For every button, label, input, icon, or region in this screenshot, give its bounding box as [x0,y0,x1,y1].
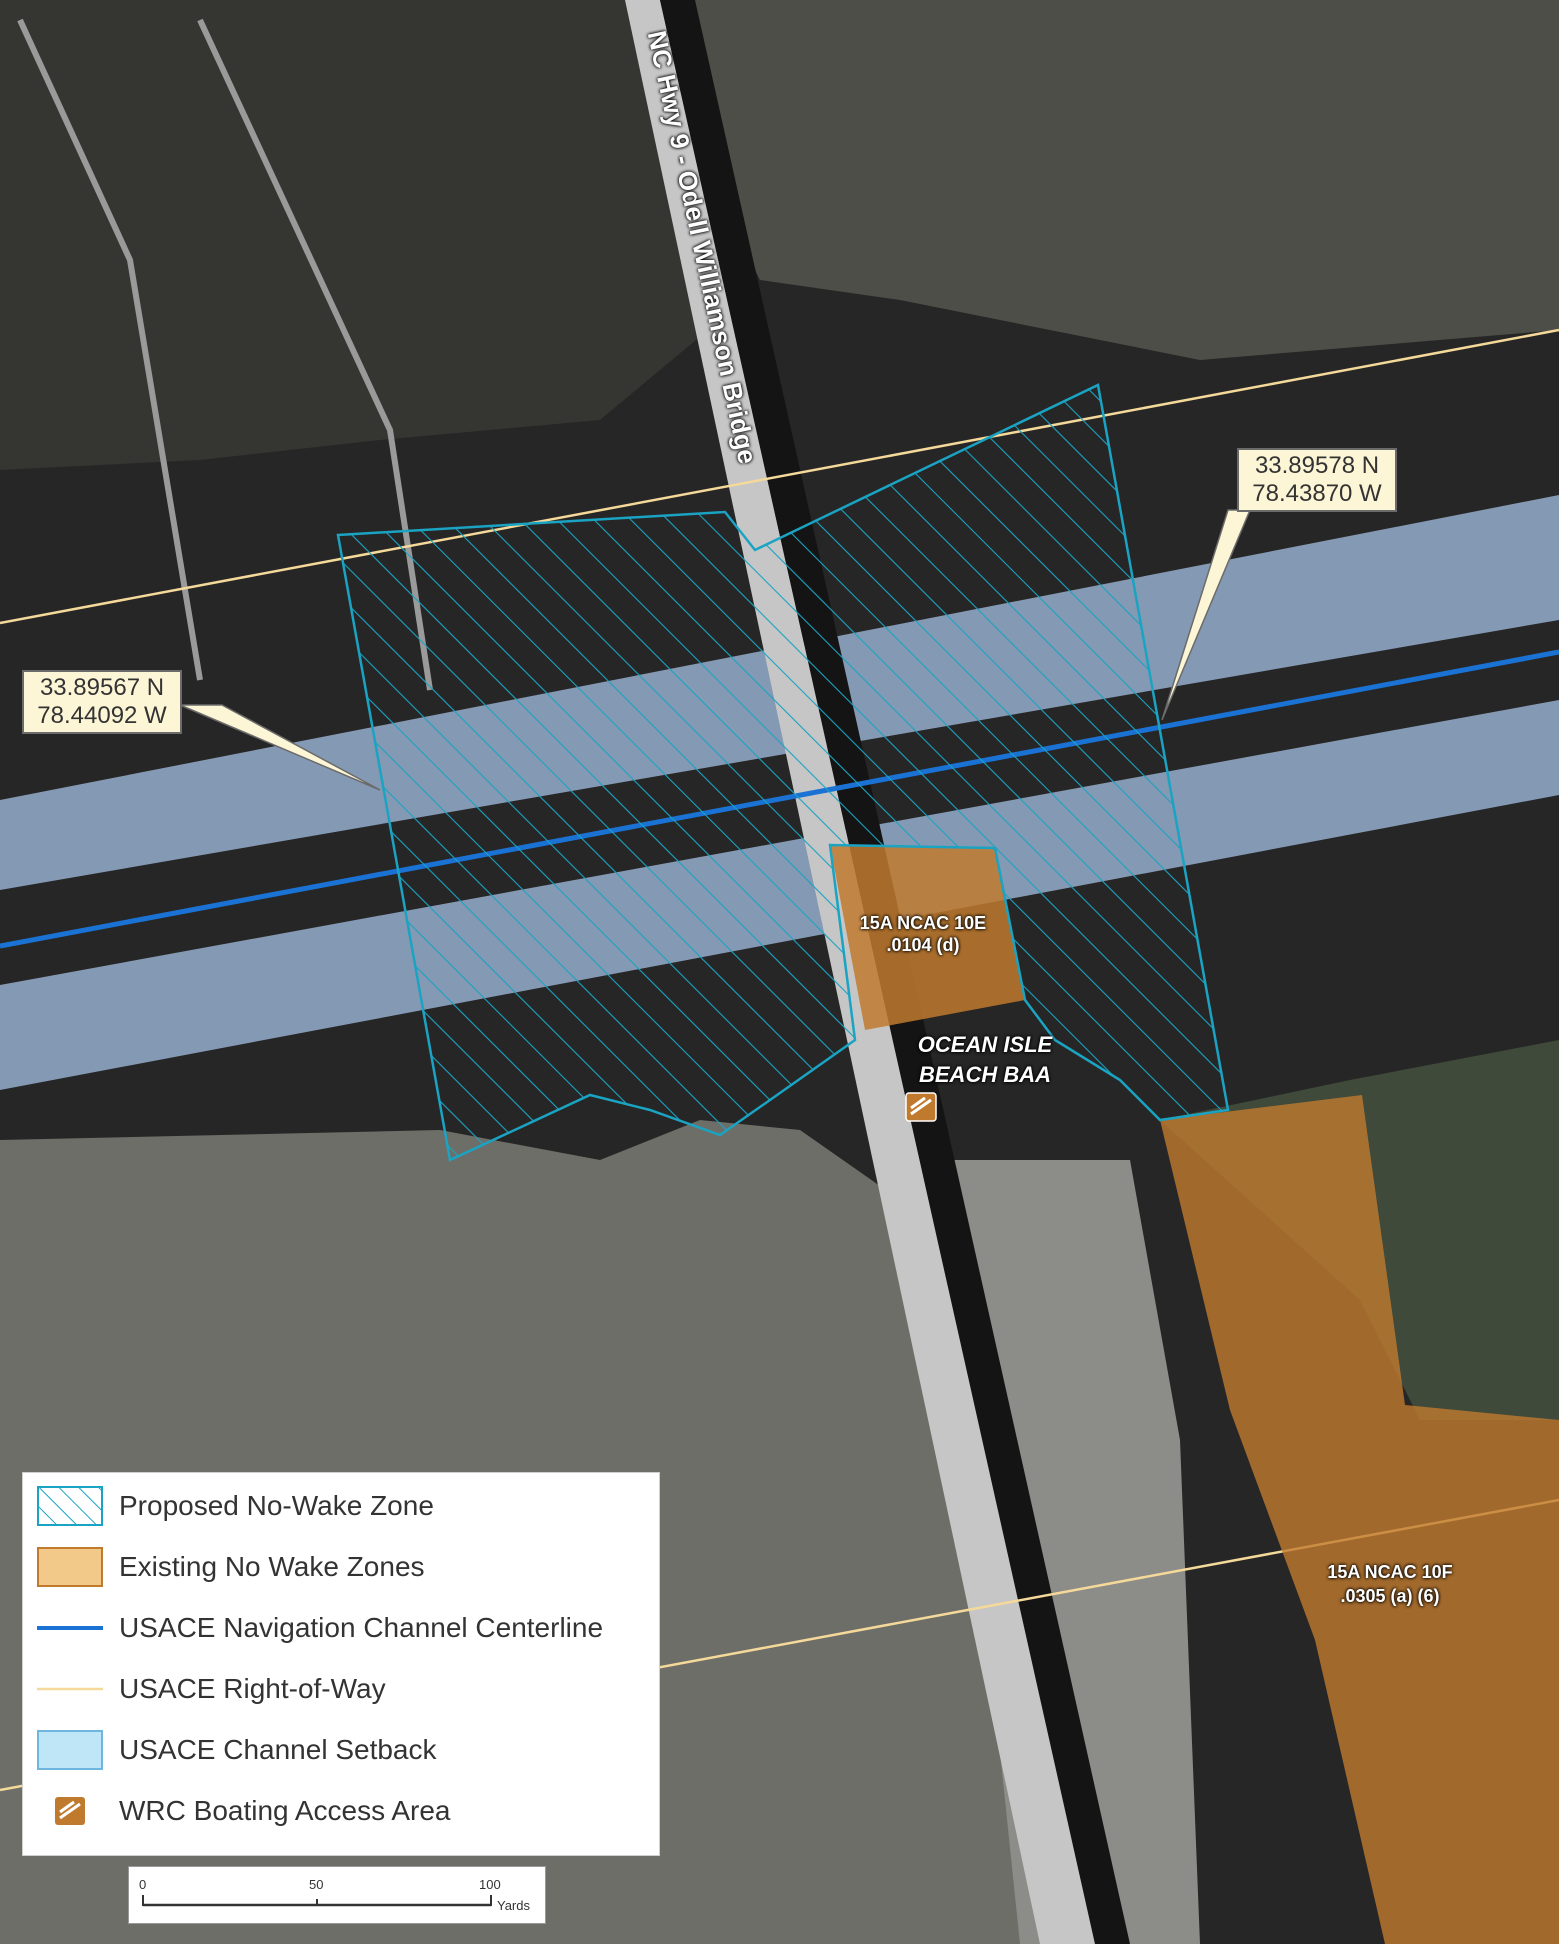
baa-label: OCEAN ISLE BEACH BAA [900,1030,1070,1090]
zone-label-d-line1: 15A NCAC 10E [859,913,987,933]
callout-west-lon: 78.44092 W [37,702,167,729]
map-legend: Proposed No-Wake Zone Existing No Wake Z… [22,1472,660,1856]
legend-label-proposed-zone: Proposed No-Wake Zone [119,1490,434,1521]
boat-ramp-icon[interactable] [905,1092,937,1122]
hatched-polygon-icon [37,1486,103,1526]
baa-label-line1: OCEAN ISLE [917,1032,1053,1057]
callout-east-lon: 78.43870 W [1252,480,1382,507]
zone-label-d-line2: .0104 (d) [886,935,960,955]
legend-item-boat-ramp: WRC Boating Access Area [37,1788,450,1834]
legend-label-boat-ramp: WRC Boating Access Area [119,1795,451,1826]
light-blue-polygon-icon [37,1730,103,1770]
proposed-no-wake-zone [336,383,1230,1162]
callout-west: 33.89567 N 78.44092 W [22,670,182,734]
scale-tick-50: 50 [309,1877,324,1892]
legend-label-setback: USACE Channel Setback [119,1734,437,1765]
legend-label-centerline: USACE Navigation Channel Centerline [119,1612,604,1643]
legend-item-proposed-zone: Proposed No-Wake Zone [37,1483,434,1529]
blue-line-icon [37,1626,103,1630]
zone-label-d: 15A NCAC 10E .0104 (d) [838,912,1008,956]
scale-bar: 0 50 100 Yards [128,1866,546,1924]
marsh-north-west [0,0,720,470]
scale-tick-100: 100 [479,1877,501,1892]
zone-label-f-line1: 15A NCAC 10F [1327,1562,1453,1582]
legend-item-existing-zones: Existing No Wake Zones [37,1544,425,1590]
baa-label-line2: BEACH BAA [919,1062,1051,1087]
existing-zone-f [1160,1095,1559,1944]
zone-label-f: 15A NCAC 10F .0305 (a) (6) [1300,1560,1480,1608]
existing-zone-d [830,845,1025,1030]
legend-item-centerline: USACE Navigation Channel Centerline [37,1605,603,1651]
legend-item-right-of-way: USACE Right-of-Way [37,1666,386,1712]
orange-polygon-icon [37,1547,103,1587]
callout-east: 33.89578 N 78.43870 W [1237,448,1397,512]
pier-west [17,18,203,681]
callout-west-lat: 33.89567 N [39,674,165,701]
zone-label-f-line2: .0305 (a) (6) [1340,1586,1440,1606]
marsh-north-east [0,0,1559,360]
scale-bar-graphic [142,1895,492,1907]
right-of-way-north [0,328,1559,625]
scale-unit: Yards [497,1898,530,1913]
callout-west-pointer [179,704,381,791]
legend-item-setback: USACE Channel Setback [37,1727,437,1773]
legend-label-right-of-way: USACE Right-of-Way [119,1673,386,1704]
callout-east-lat: 33.89578 N [1254,452,1380,479]
yellow-line-icon [37,1687,103,1691]
boat-ramp-legend-icon [55,1797,85,1825]
scale-tick-0: 0 [139,1877,147,1892]
legend-label-existing-zones: Existing No Wake Zones [119,1551,425,1582]
